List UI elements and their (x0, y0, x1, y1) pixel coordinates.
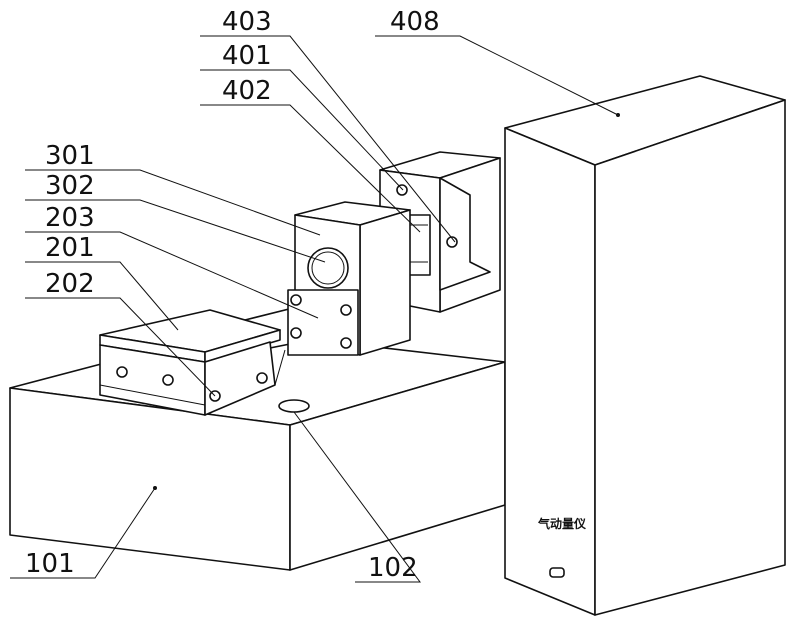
label-301: 301 (45, 141, 95, 171)
label-203: 203 (45, 203, 95, 233)
label-408: 408 (390, 7, 440, 37)
cylinder-203 (244, 289, 359, 386)
block-301 (294, 201, 411, 356)
hole-102 (278, 399, 310, 413)
label-202: 202 (45, 269, 95, 299)
label-402: 402 (222, 76, 272, 106)
label-401: 401 (222, 41, 272, 71)
leader-lines (10, 35, 619, 583)
label-102: 102 (368, 553, 418, 583)
air-connector (549, 567, 565, 578)
label-403: 403 (222, 7, 272, 37)
plate-201 (99, 309, 281, 416)
label-201: 201 (45, 233, 95, 263)
label-101: 101 (25, 549, 75, 579)
pneumatic-gauge-408: 气动量仪 (504, 75, 786, 616)
label-302: 302 (45, 171, 95, 201)
device-label: 气动量仪 (537, 516, 587, 531)
